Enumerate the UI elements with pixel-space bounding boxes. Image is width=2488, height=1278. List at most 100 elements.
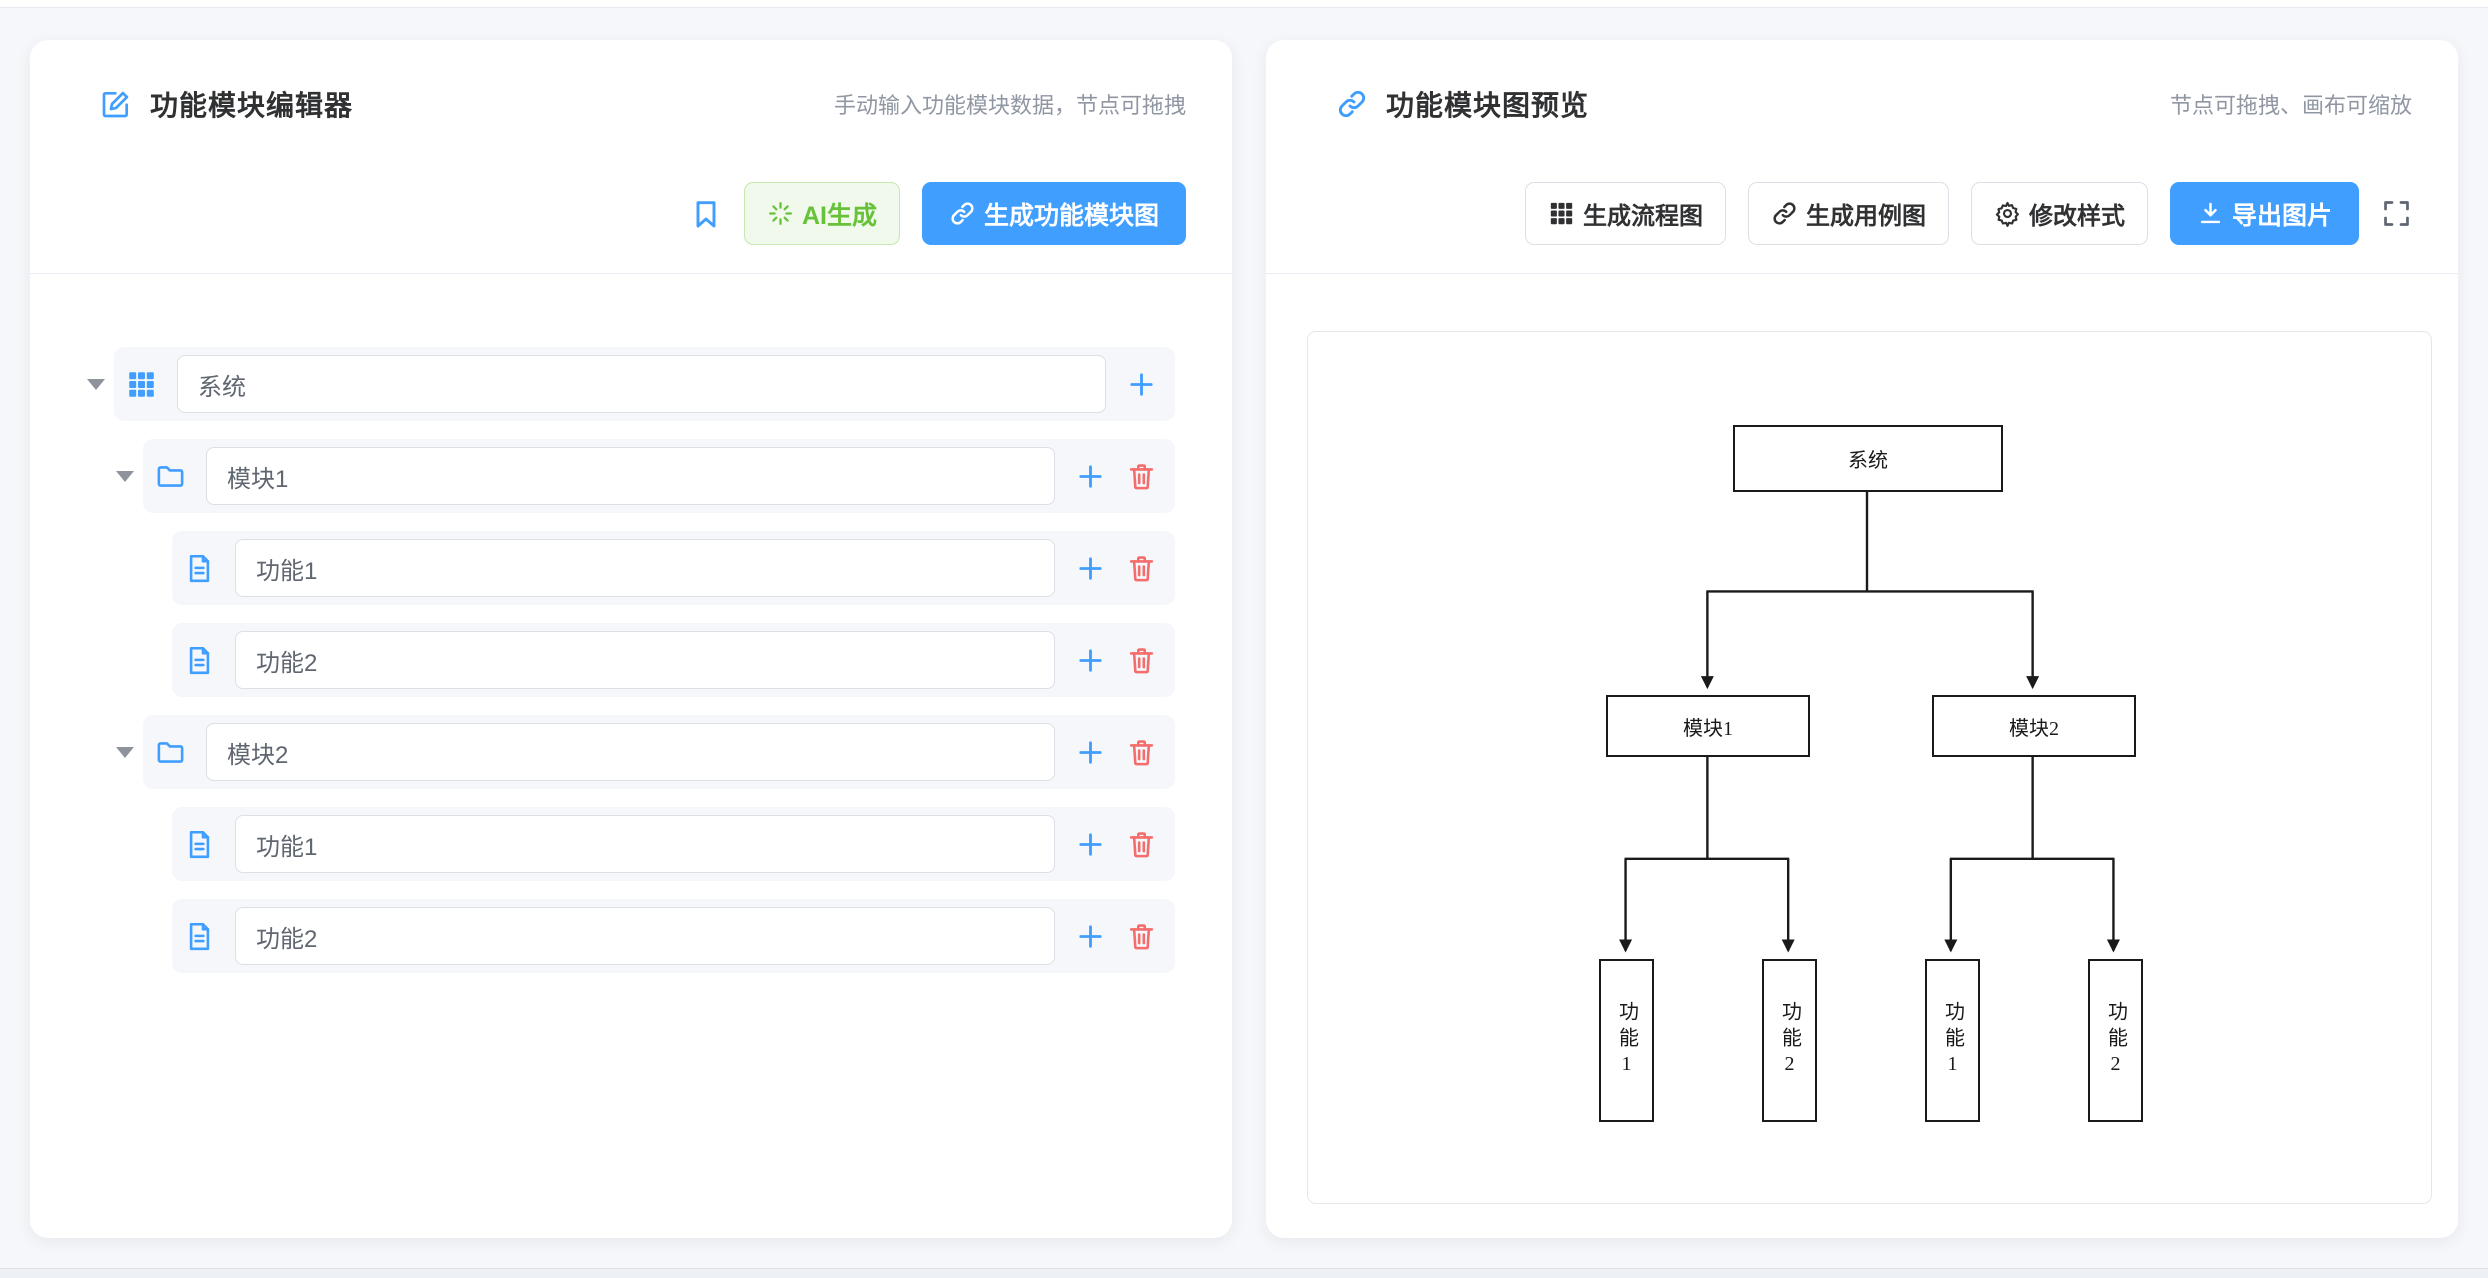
- edit-icon: [100, 88, 132, 120]
- trash-icon: [1126, 553, 1157, 584]
- module-editor-card: 功能模块编辑器 手动输入功能模块数据，节点可拖拽 AI生成 生成功能模块图: [30, 40, 1232, 1238]
- trash-icon: [1126, 737, 1157, 768]
- preview-header-divider: [1266, 273, 2458, 274]
- tree-row-feature: [30, 899, 1175, 973]
- preview-title-group: 功能模块图预览: [1336, 84, 1589, 124]
- folder-icon: [155, 461, 186, 492]
- collapse-arrow-icon[interactable]: [116, 746, 134, 758]
- document-icon: [184, 921, 215, 952]
- trash-icon: [1126, 829, 1157, 860]
- gear-icon: [1994, 200, 2021, 227]
- delete-node-button[interactable]: [1126, 737, 1157, 768]
- delete-node-button[interactable]: [1126, 645, 1157, 676]
- plus-icon: [1075, 921, 1106, 952]
- folder-icon: [155, 737, 186, 768]
- sparkle-icon: [767, 200, 794, 227]
- ai-generate-button[interactable]: AI生成: [743, 182, 900, 245]
- add-child-button[interactable]: [1075, 645, 1106, 676]
- tree-row-feature: [30, 531, 1175, 605]
- generate-flowchart-button[interactable]: 生成流程图: [1524, 182, 1726, 245]
- plus-icon: [1126, 369, 1157, 400]
- export-image-label: 导出图片: [2231, 201, 2332, 230]
- generate-module-diagram-button[interactable]: 生成功能模块图: [921, 182, 1186, 245]
- document-icon: [184, 829, 215, 860]
- preview-subtitle: 节点可拖拽、画布可缩放: [2169, 93, 2412, 118]
- editor-header: 功能模块编辑器 手动输入功能模块数据，节点可拖拽: [100, 76, 1186, 132]
- editor-title: 功能模块编辑器: [150, 90, 354, 121]
- fullscreen-icon: [2381, 198, 2412, 229]
- diagram-node-feature[interactable]: 功能2: [1762, 959, 1817, 1122]
- module-tree: [30, 347, 1175, 973]
- delete-node-button[interactable]: [1126, 553, 1157, 584]
- editor-subtitle: 手动输入功能模块数据，节点可拖拽: [833, 93, 1186, 118]
- fullscreen-button[interactable]: [2381, 198, 2412, 229]
- add-child-button[interactable]: [1075, 921, 1106, 952]
- ai-generate-label: AI生成: [801, 201, 877, 230]
- generate-flowchart-label: 生成流程图: [1582, 203, 1703, 230]
- link-icon: [949, 200, 976, 227]
- trash-icon: [1126, 645, 1157, 676]
- download-icon: [2197, 200, 2224, 227]
- bottom-divider-strip: [0, 1268, 2488, 1278]
- delete-node-button[interactable]: [1126, 829, 1157, 860]
- tree-row-feature: [30, 807, 1175, 881]
- diagram-node-module[interactable]: 模块2: [1932, 695, 2136, 757]
- add-child-button[interactable]: [1075, 829, 1106, 860]
- trash-icon: [1126, 921, 1157, 952]
- diagram-node-feature[interactable]: 功能2: [2088, 959, 2143, 1122]
- diagram-canvas[interactable]: 系统 模块1 模块2 功能1 功能2 功能1 功能2: [1307, 331, 2432, 1204]
- bookmark-icon: [690, 198, 722, 230]
- tree-row-root: [30, 347, 1175, 421]
- link-icon: [1336, 88, 1368, 120]
- generate-usecase-button[interactable]: 生成用例图: [1747, 182, 1949, 245]
- export-image-button[interactable]: 导出图片: [2169, 182, 2359, 245]
- node-name-input[interactable]: [177, 355, 1106, 413]
- trash-icon: [1126, 461, 1157, 492]
- generate-usecase-label: 生成用例图: [1805, 203, 1926, 230]
- edit-style-button[interactable]: 修改样式: [1970, 182, 2148, 245]
- diagram-node-feature[interactable]: 功能1: [1925, 959, 1980, 1122]
- collapse-arrow-icon[interactable]: [116, 470, 134, 482]
- plus-icon: [1075, 737, 1106, 768]
- plus-icon: [1075, 553, 1106, 584]
- add-child-button[interactable]: [1126, 369, 1157, 400]
- module-diagram-preview-card: 功能模块图预览 节点可拖拽、画布可缩放 生成流程图 生成用例图 修改样式 导出图…: [1266, 40, 2458, 1238]
- preview-title: 功能模块图预览: [1386, 90, 1590, 121]
- diagram-node-feature[interactable]: 功能1: [1599, 959, 1654, 1122]
- grid-icon: [126, 369, 157, 400]
- grid-icon: [1548, 200, 1575, 227]
- node-name-input[interactable]: [206, 723, 1055, 781]
- node-name-input[interactable]: [206, 447, 1055, 505]
- tree-row-module: [30, 439, 1175, 513]
- node-name-input[interactable]: [235, 815, 1055, 873]
- document-icon: [184, 553, 215, 584]
- top-divider-strip: [0, 0, 2488, 8]
- add-child-button[interactable]: [1075, 461, 1106, 492]
- add-child-button[interactable]: [1075, 737, 1106, 768]
- node-name-input[interactable]: [235, 907, 1055, 965]
- diagram-node-module[interactable]: 模块1: [1606, 695, 1810, 757]
- node-name-input[interactable]: [235, 631, 1055, 689]
- generate-module-diagram-label: 生成功能模块图: [983, 201, 1159, 230]
- editor-actions: AI生成 生成功能模块图: [76, 182, 1186, 245]
- tree-row-module: [30, 715, 1175, 789]
- delete-node-button[interactable]: [1126, 921, 1157, 952]
- node-name-input[interactable]: [235, 539, 1055, 597]
- preview-actions: 生成流程图 生成用例图 修改样式 导出图片: [1312, 182, 2412, 245]
- add-child-button[interactable]: [1075, 553, 1106, 584]
- tree-row-feature: [30, 623, 1175, 697]
- edit-style-label: 修改样式: [2028, 203, 2125, 230]
- plus-icon: [1075, 461, 1106, 492]
- preview-header: 功能模块图预览 节点可拖拽、画布可缩放: [1336, 76, 2412, 132]
- document-icon: [184, 645, 215, 676]
- editor-header-divider: [30, 273, 1232, 274]
- editor-title-group: 功能模块编辑器: [100, 84, 353, 124]
- delete-node-button[interactable]: [1126, 461, 1157, 492]
- diagram-edges: [1619, 491, 2120, 953]
- bookmark-button[interactable]: [690, 198, 722, 230]
- plus-icon: [1075, 645, 1106, 676]
- plus-icon: [1075, 829, 1106, 860]
- link-icon: [1771, 200, 1798, 227]
- collapse-arrow-icon[interactable]: [87, 378, 105, 390]
- diagram-node-root[interactable]: 系统: [1733, 425, 2003, 492]
